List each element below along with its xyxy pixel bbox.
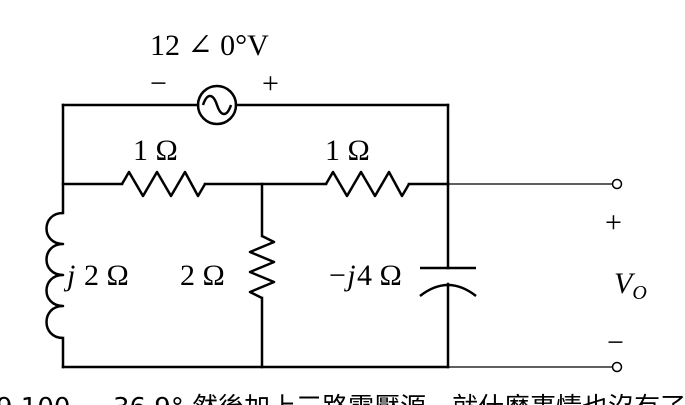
vo-subscript: O [632,282,646,304]
capacitor-value: 4 Ω [357,259,402,292]
source-plus-sign: + [262,67,279,100]
capacitor-neg: −j [327,259,356,292]
resistor-middle [248,234,276,300]
source-label: 12 ∠ 0°V [150,29,269,62]
inductor-value: 2 Ω [84,259,129,292]
resistor-top-right-label: 1 Ω [325,134,370,167]
output-terminal-top [611,178,623,190]
resistor-top-left-label: 1 Ω [133,134,178,167]
output-plus-sign: + [605,206,622,239]
resistor-top-right [324,170,411,198]
resistor-middle-label: 2 Ω [180,259,225,292]
output-voltage-symbol: VO [614,267,647,304]
vo-v: V [614,267,636,300]
inductor-j: j [63,259,75,292]
inductor [45,211,65,340]
ac-voltage-source [196,84,238,126]
top-wire [61,103,450,186]
output-terminal-bottom [611,361,623,373]
resistor-top-left [120,170,207,198]
caption-text: 9.100 … 36.9° 然後加上三路電壓源，就什麼事情也沒有了 [0,393,685,405]
source-minus-sign: − [150,67,167,100]
output-minus-sign: − [607,326,624,359]
